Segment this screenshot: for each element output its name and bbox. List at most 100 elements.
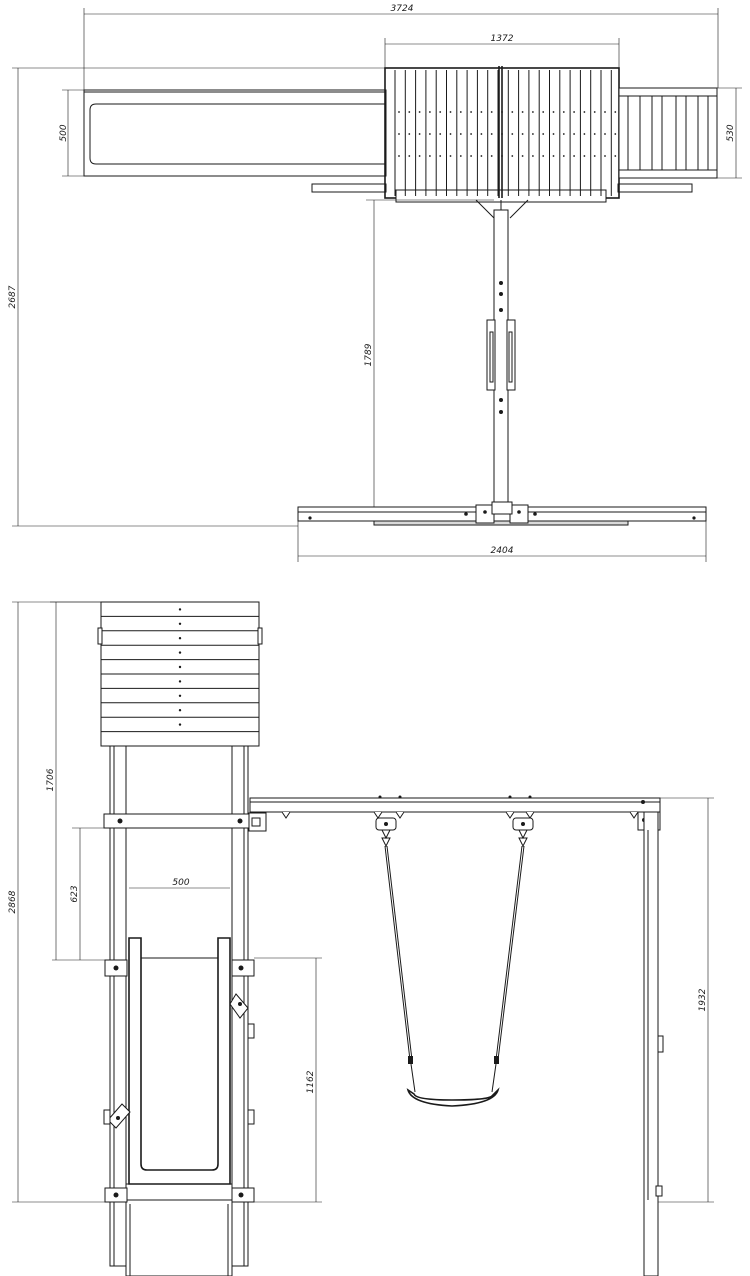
dimension-slide-inner: 500 (129, 878, 230, 889)
deck-screw (532, 111, 534, 113)
deck-screw (593, 111, 596, 113)
deck-screw (449, 133, 452, 135)
deck-screw (562, 155, 565, 157)
deck-screw (398, 155, 400, 157)
dimension-label: 623 (70, 885, 80, 902)
dimension-label: 2687 (8, 285, 18, 308)
dimension-label: 500 (172, 878, 189, 888)
side-view: 1706 2868 623 500 1162 (8, 601, 714, 1276)
swing-leg (643, 811, 664, 1276)
base-plank-right (617, 183, 693, 193)
deck-screw (604, 133, 606, 135)
deck-screw (583, 111, 586, 113)
wall-screw (178, 608, 182, 611)
deck-screw (418, 155, 421, 157)
deck-screw (573, 155, 575, 157)
deck-screw (480, 155, 483, 157)
dimension-base-width: 2404 (297, 521, 707, 562)
dimension-beam-length: 1789 (364, 199, 494, 507)
deck-screw (511, 133, 514, 135)
deck-screw (521, 111, 524, 113)
dimension-label: 1372 (491, 34, 514, 44)
dimension-tower-upper: 1706 (46, 601, 101, 960)
ladder-top (618, 87, 718, 179)
upper-rail (103, 812, 267, 832)
wall-screw (178, 651, 182, 654)
wall-screw (178, 680, 182, 683)
dimension-ladder-width: 530 (717, 87, 742, 179)
deck-screw (439, 155, 442, 157)
dimension-label: 1162 (306, 1070, 316, 1093)
deck-screw (398, 133, 400, 135)
dimension-total-depth: 2687 (8, 67, 385, 527)
deck-screw (439, 133, 442, 135)
dimension-label: 1932 (698, 988, 708, 1011)
deck-screw (439, 111, 442, 113)
deck-screw (542, 111, 545, 113)
dimension-label: 3724 (391, 4, 414, 14)
deck-screw (604, 111, 606, 113)
deck-screw (604, 155, 606, 157)
deck-screw (552, 133, 555, 135)
base-frame-top (297, 501, 707, 526)
deck-screw (490, 111, 493, 113)
dimension-swing-height: 1932 (658, 797, 714, 1203)
slide-side (126, 937, 232, 1185)
top-view: 3724 1372 500 (8, 4, 742, 562)
wall-screw (178, 723, 182, 726)
deck-screw (429, 111, 431, 113)
deck-screw (459, 133, 462, 135)
deck-screw (459, 111, 462, 113)
base-plank-left (311, 183, 387, 193)
dimension-label: 2404 (491, 546, 514, 556)
deck-screw (480, 111, 483, 113)
deck-screw (614, 111, 617, 113)
deck-screw (418, 111, 421, 113)
deck-screw (470, 133, 472, 135)
deck-screw (532, 133, 534, 135)
deck-screw (521, 133, 524, 135)
deck-screw (408, 133, 411, 135)
deck-screw (490, 133, 493, 135)
deck-screw (583, 133, 586, 135)
wall-screw (178, 665, 182, 669)
deck-screw (511, 111, 514, 113)
deck-screw (562, 111, 565, 113)
deck-screw (398, 111, 400, 113)
deck-screw (552, 111, 555, 113)
dimension-total-width: 3724 (83, 4, 719, 90)
dimension-platform-width: 1372 (384, 34, 620, 68)
wall-screw (178, 709, 182, 712)
wall-screw (178, 637, 182, 640)
dimension-slide-height: 1162 (232, 957, 322, 1203)
deck-screw (552, 155, 555, 157)
swing-seat (375, 817, 534, 1107)
deck-screw (480, 133, 483, 135)
deck-screw (449, 155, 452, 157)
deck-screw (532, 155, 534, 157)
deck-screw (459, 155, 462, 157)
platform-deck-top (384, 66, 620, 203)
dimension-label: 2868 (8, 890, 18, 913)
dimension-label: 1789 (364, 343, 374, 366)
deck-screw (449, 111, 452, 113)
deck-screw (521, 155, 524, 157)
deck-screw (593, 133, 596, 135)
tower-wall (97, 601, 263, 747)
dimension-slide-width: 500 (59, 89, 84, 177)
deck-screw (429, 133, 431, 135)
slide-top (83, 89, 387, 177)
dimension-label: 530 (726, 124, 736, 141)
deck-screw (573, 111, 575, 113)
deck-screw (490, 155, 493, 157)
deck-screw (562, 133, 565, 135)
deck-screw (583, 155, 586, 157)
deck-screw (614, 133, 617, 135)
dimension-rail-gap: 623 (52, 827, 110, 961)
deck-screw (470, 111, 472, 113)
deck-screw (542, 133, 545, 135)
deck-screw (408, 155, 411, 157)
deck-screw (470, 155, 472, 157)
wall-screw (178, 694, 182, 697)
